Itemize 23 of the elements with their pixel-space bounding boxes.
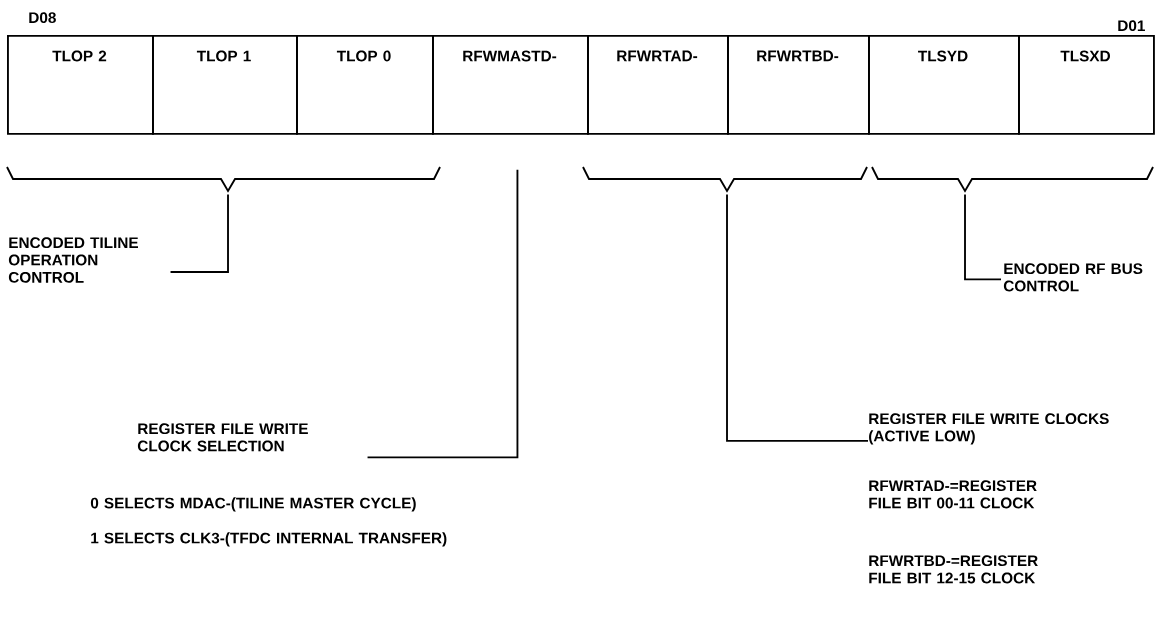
leader-line <box>964 193 1002 281</box>
annotation-text: REGISTER FILE WRITE CLOCK SELECTION <box>137 423 308 452</box>
register-cell: TLSXD <box>1018 35 1155 135</box>
register-cell: RFWRTBD- <box>727 35 870 135</box>
register-cell: TLOP 1 <box>152 35 298 135</box>
annotation-text: REGISTER FILE WRITE CLOCKS (ACTIVE LOW) <box>869 413 1109 445</box>
register-cell: TLOP 0 <box>296 35 434 135</box>
annotation-text: ENCODED TILINE OPERATION CONTROL <box>8 237 138 283</box>
brace <box>582 166 868 193</box>
note-text: RFWRTAD-=REGISTER FILE BIT 00-11 CLOCK <box>869 480 1037 509</box>
register-cell: TLSYD <box>868 35 1020 135</box>
annotation-text: ENCODED RF BUS CONTROL <box>1003 263 1143 292</box>
note-text: 0 SELECTS MDAC-(TILINE MASTER CYCLE) <box>90 497 416 512</box>
note-text: 1 SELECTS CLK3-(TFDC INTERNAL TRANSFER) <box>91 532 447 547</box>
register-cell: RFWMASTD- <box>432 35 589 135</box>
register-cell: TLOP 2 <box>7 35 154 135</box>
brace <box>6 166 441 193</box>
brace <box>871 166 1154 193</box>
register-cell: RFWRTAD- <box>587 35 729 135</box>
leader-line <box>366 168 519 459</box>
leader-line <box>726 193 869 442</box>
note-text: RFWRTBD-=REGISTER FILE BIT 12-15 CLOCK <box>869 555 1038 584</box>
leader-line <box>169 193 229 273</box>
